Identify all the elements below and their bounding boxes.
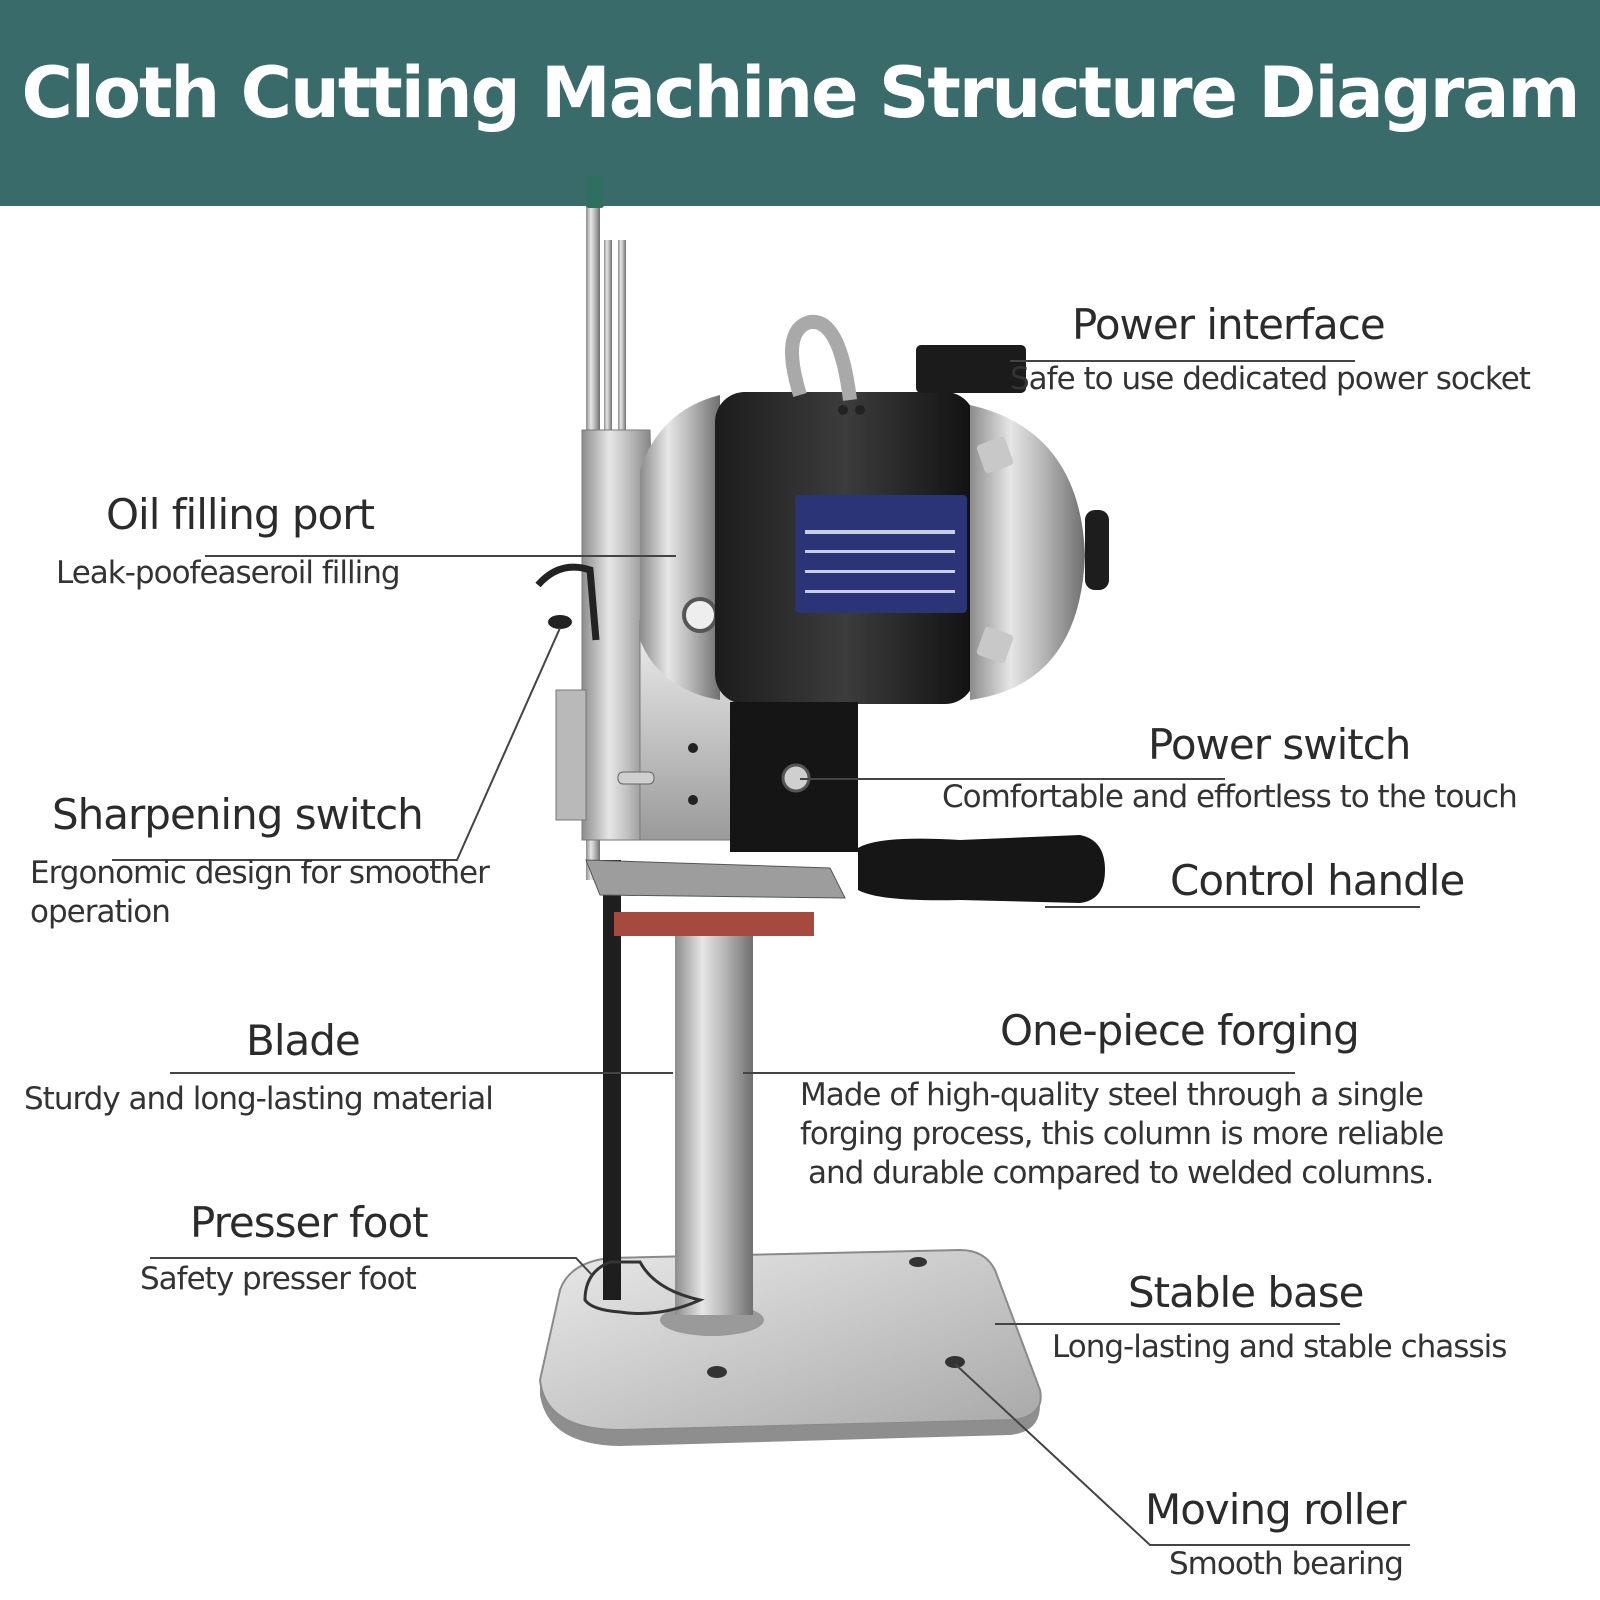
stable-base-desc: Long-lasting and stable chassis [1052, 1329, 1507, 1366]
oil-filling-port-desc: Leak-poofeaseroil filling [56, 555, 401, 592]
callout-power-switch: Power switch Comfortable and effortless … [942, 720, 1518, 817]
callout-oil-filling-port: Oil filling port Leak-poofeaseroil filli… [56, 490, 401, 593]
moving-roller-desc: Smooth bearing [1169, 1546, 1404, 1583]
one-piece-forging-title: One-piece forging [1000, 1006, 1360, 1055]
sharpening-switch-title: Sharpening switch [52, 790, 424, 839]
cutter-plate [585, 859, 846, 899]
callout-one-piece-forging: One-piece forging Made of high-quality s… [800, 1006, 1444, 1192]
blade-shape [603, 860, 621, 1300]
oil-filling-port-title: Oil filling port [106, 490, 375, 539]
callout-moving-roller: Moving roller Smooth bearing [1145, 1485, 1407, 1584]
callout-presser-foot: Presser foot Safety presser foot [140, 1198, 429, 1299]
one-piece-forging-desc-line3: and durable compared to welded columns. [808, 1154, 1434, 1191]
power-interface-title: Power interface [1072, 300, 1386, 349]
moving-roller-title: Moving roller [1145, 1485, 1407, 1534]
presser-foot-title: Presser foot [190, 1198, 429, 1247]
power-interface-desc: Safe to use dedicated power socket [1010, 361, 1531, 398]
forged-column-shape [675, 930, 753, 1315]
power-socket-shape [916, 345, 1026, 393]
base-screw-holes [707, 1257, 965, 1378]
nameplate [795, 495, 967, 613]
control-handle-shape [858, 835, 1105, 903]
callout-stable-base: Stable base Long-lasting and stable chas… [1052, 1268, 1507, 1367]
stable-base-title: Stable base [1128, 1268, 1365, 1317]
callout-control-handle: Control handle [1170, 856, 1465, 905]
blade-title: Blade [246, 1016, 361, 1065]
callout-sharpening-switch: Sharpening switch Ergonomic design for s… [30, 790, 490, 932]
lifting-ring [785, 314, 857, 401]
control-handle-title: Control handle [1170, 856, 1465, 905]
header-banner: Cloth Cutting Machine Structure Diagram [0, 0, 1600, 206]
sharpening-switch-desc-line1: Ergonomic design for smoother [30, 855, 490, 892]
red-guide-plate [614, 912, 814, 936]
presser-foot-shape [583, 1260, 705, 1315]
one-piece-forging-desc-line2: forging process, this column is more rel… [800, 1115, 1444, 1152]
one-piece-forging-desc-line1: Made of high-quality steel through a sin… [800, 1077, 1424, 1114]
callout-power-interface: Power interface Safe to use dedicated po… [1010, 300, 1531, 399]
blade-desc: Sturdy and long-lasting material [24, 1081, 494, 1118]
power-switch-desc: Comfortable and effortless to the touch [942, 779, 1518, 816]
presser-foot-desc: Safety presser foot [140, 1261, 417, 1298]
page-title: Cloth Cutting Machine Structure Diagram [21, 52, 1581, 134]
callout-blade: Blade Sturdy and long-lasting material [24, 1016, 494, 1119]
sharpening-lever [535, 563, 600, 641]
sharpening-switch-desc-line2: operation [30, 893, 171, 930]
power-switch-title: Power switch [1148, 720, 1411, 769]
power-switch-knob [781, 763, 811, 793]
